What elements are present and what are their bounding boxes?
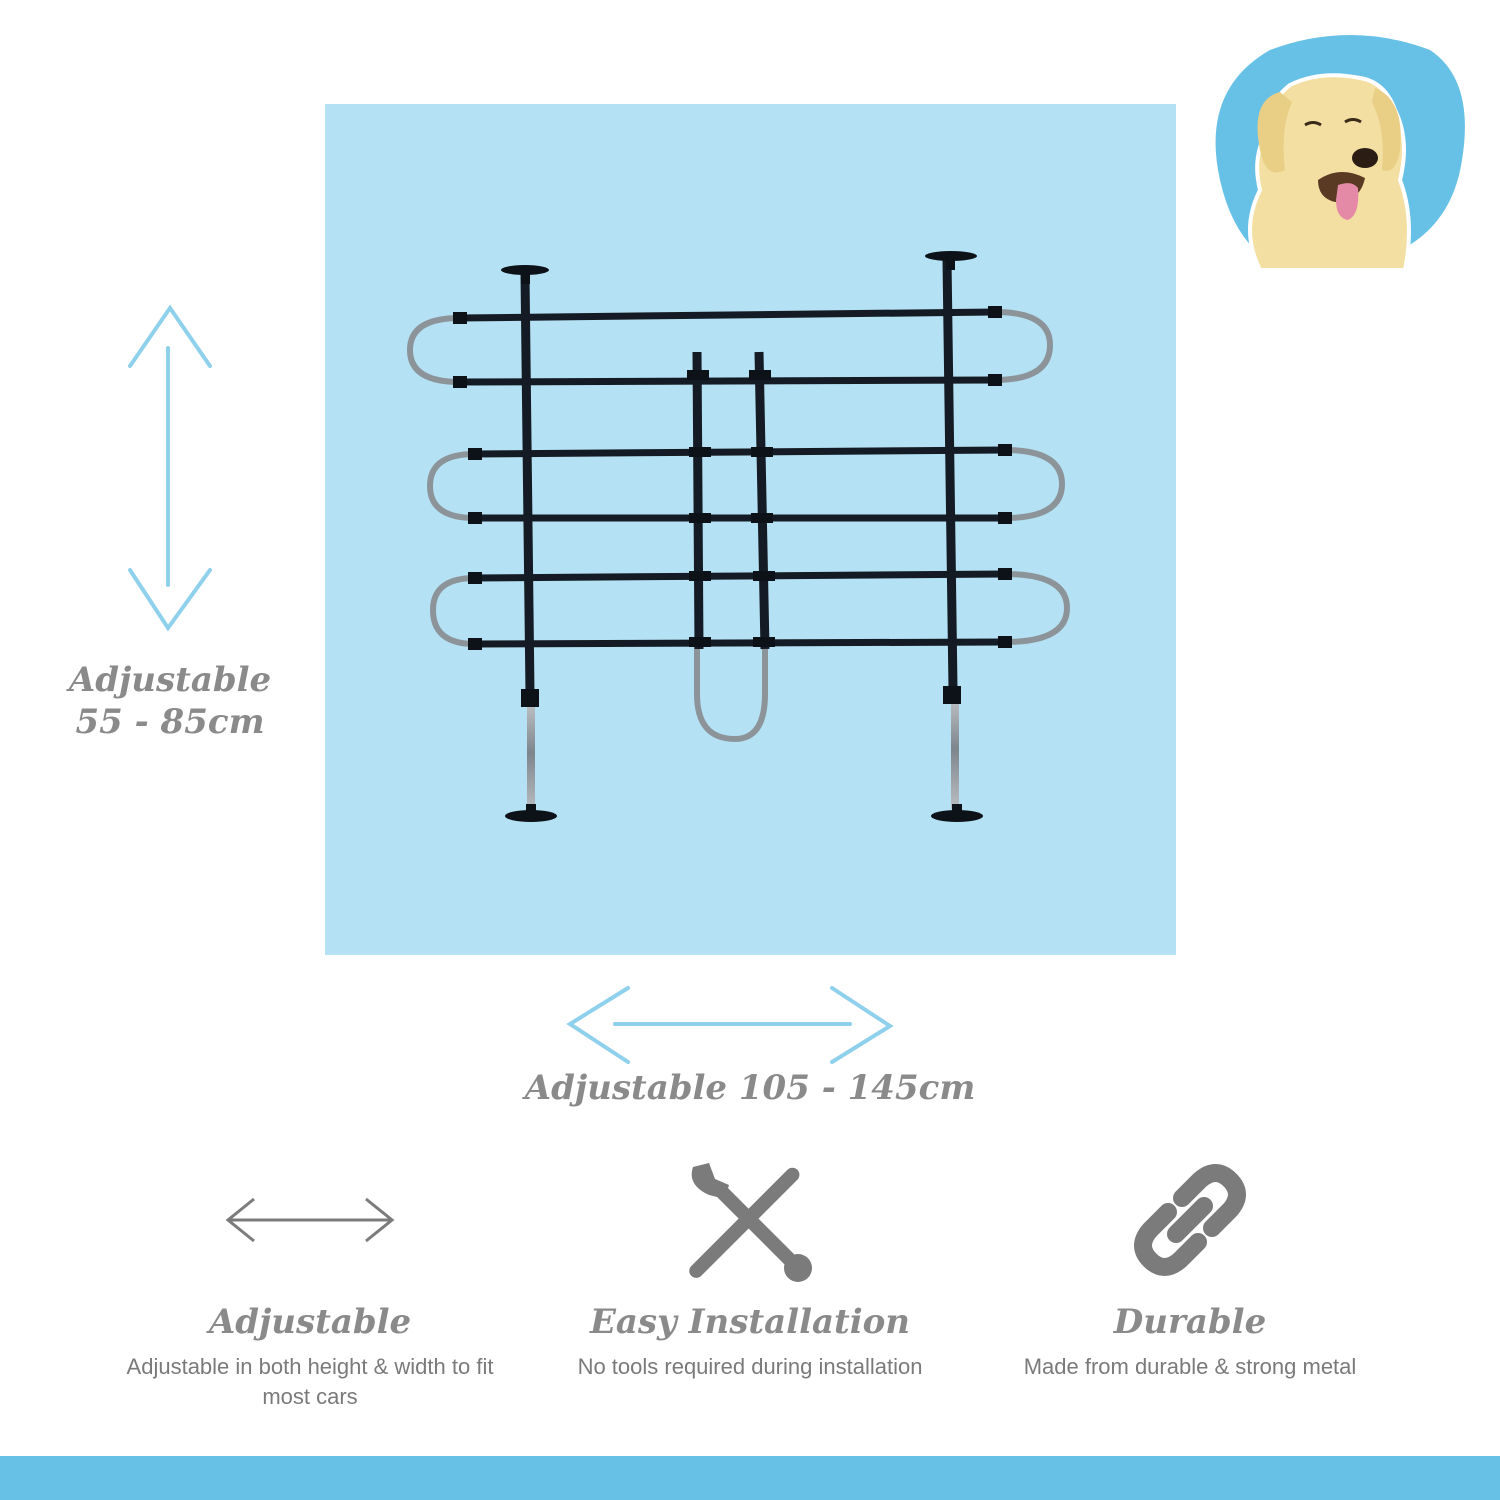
width-range-label: Adjustable 105 - 145cm <box>524 1068 976 1108</box>
footer-bar <box>0 1456 1500 1500</box>
feature-description: No tools required during installation <box>577 1354 923 1379</box>
product-image-panel <box>325 104 1176 955</box>
dog-mascot-badge <box>1200 30 1470 280</box>
feature-easy-installation: Easy Installation No tools required duri… <box>540 1150 960 1382</box>
feature-title: Easy Installation <box>589 1302 911 1342</box>
dog-guard-illustration <box>406 251 1071 822</box>
chain-link-icon <box>1134 1164 1246 1276</box>
feature-title: Adjustable <box>208 1302 412 1342</box>
double-arrow-icon <box>225 1197 395 1243</box>
height-label: Adjustable <box>68 660 272 700</box>
feature-description: Made from durable & strong metal <box>1023 1354 1357 1379</box>
dog-icon <box>1215 35 1465 272</box>
height-arrow-icon <box>120 300 220 640</box>
feature-title: Durable <box>1113 1302 1267 1342</box>
feature-durable: Durable Made from durable & strong metal <box>980 1150 1400 1382</box>
feature-description: Adjustable in both height & width to fit… <box>126 1354 494 1409</box>
feature-adjustable: Adjustable Adjustable in both height & w… <box>100 1150 520 1412</box>
height-range-label: 55 - 85cm <box>75 702 265 742</box>
width-arrow-icon <box>560 980 900 1070</box>
tools-icon <box>689 1163 812 1282</box>
